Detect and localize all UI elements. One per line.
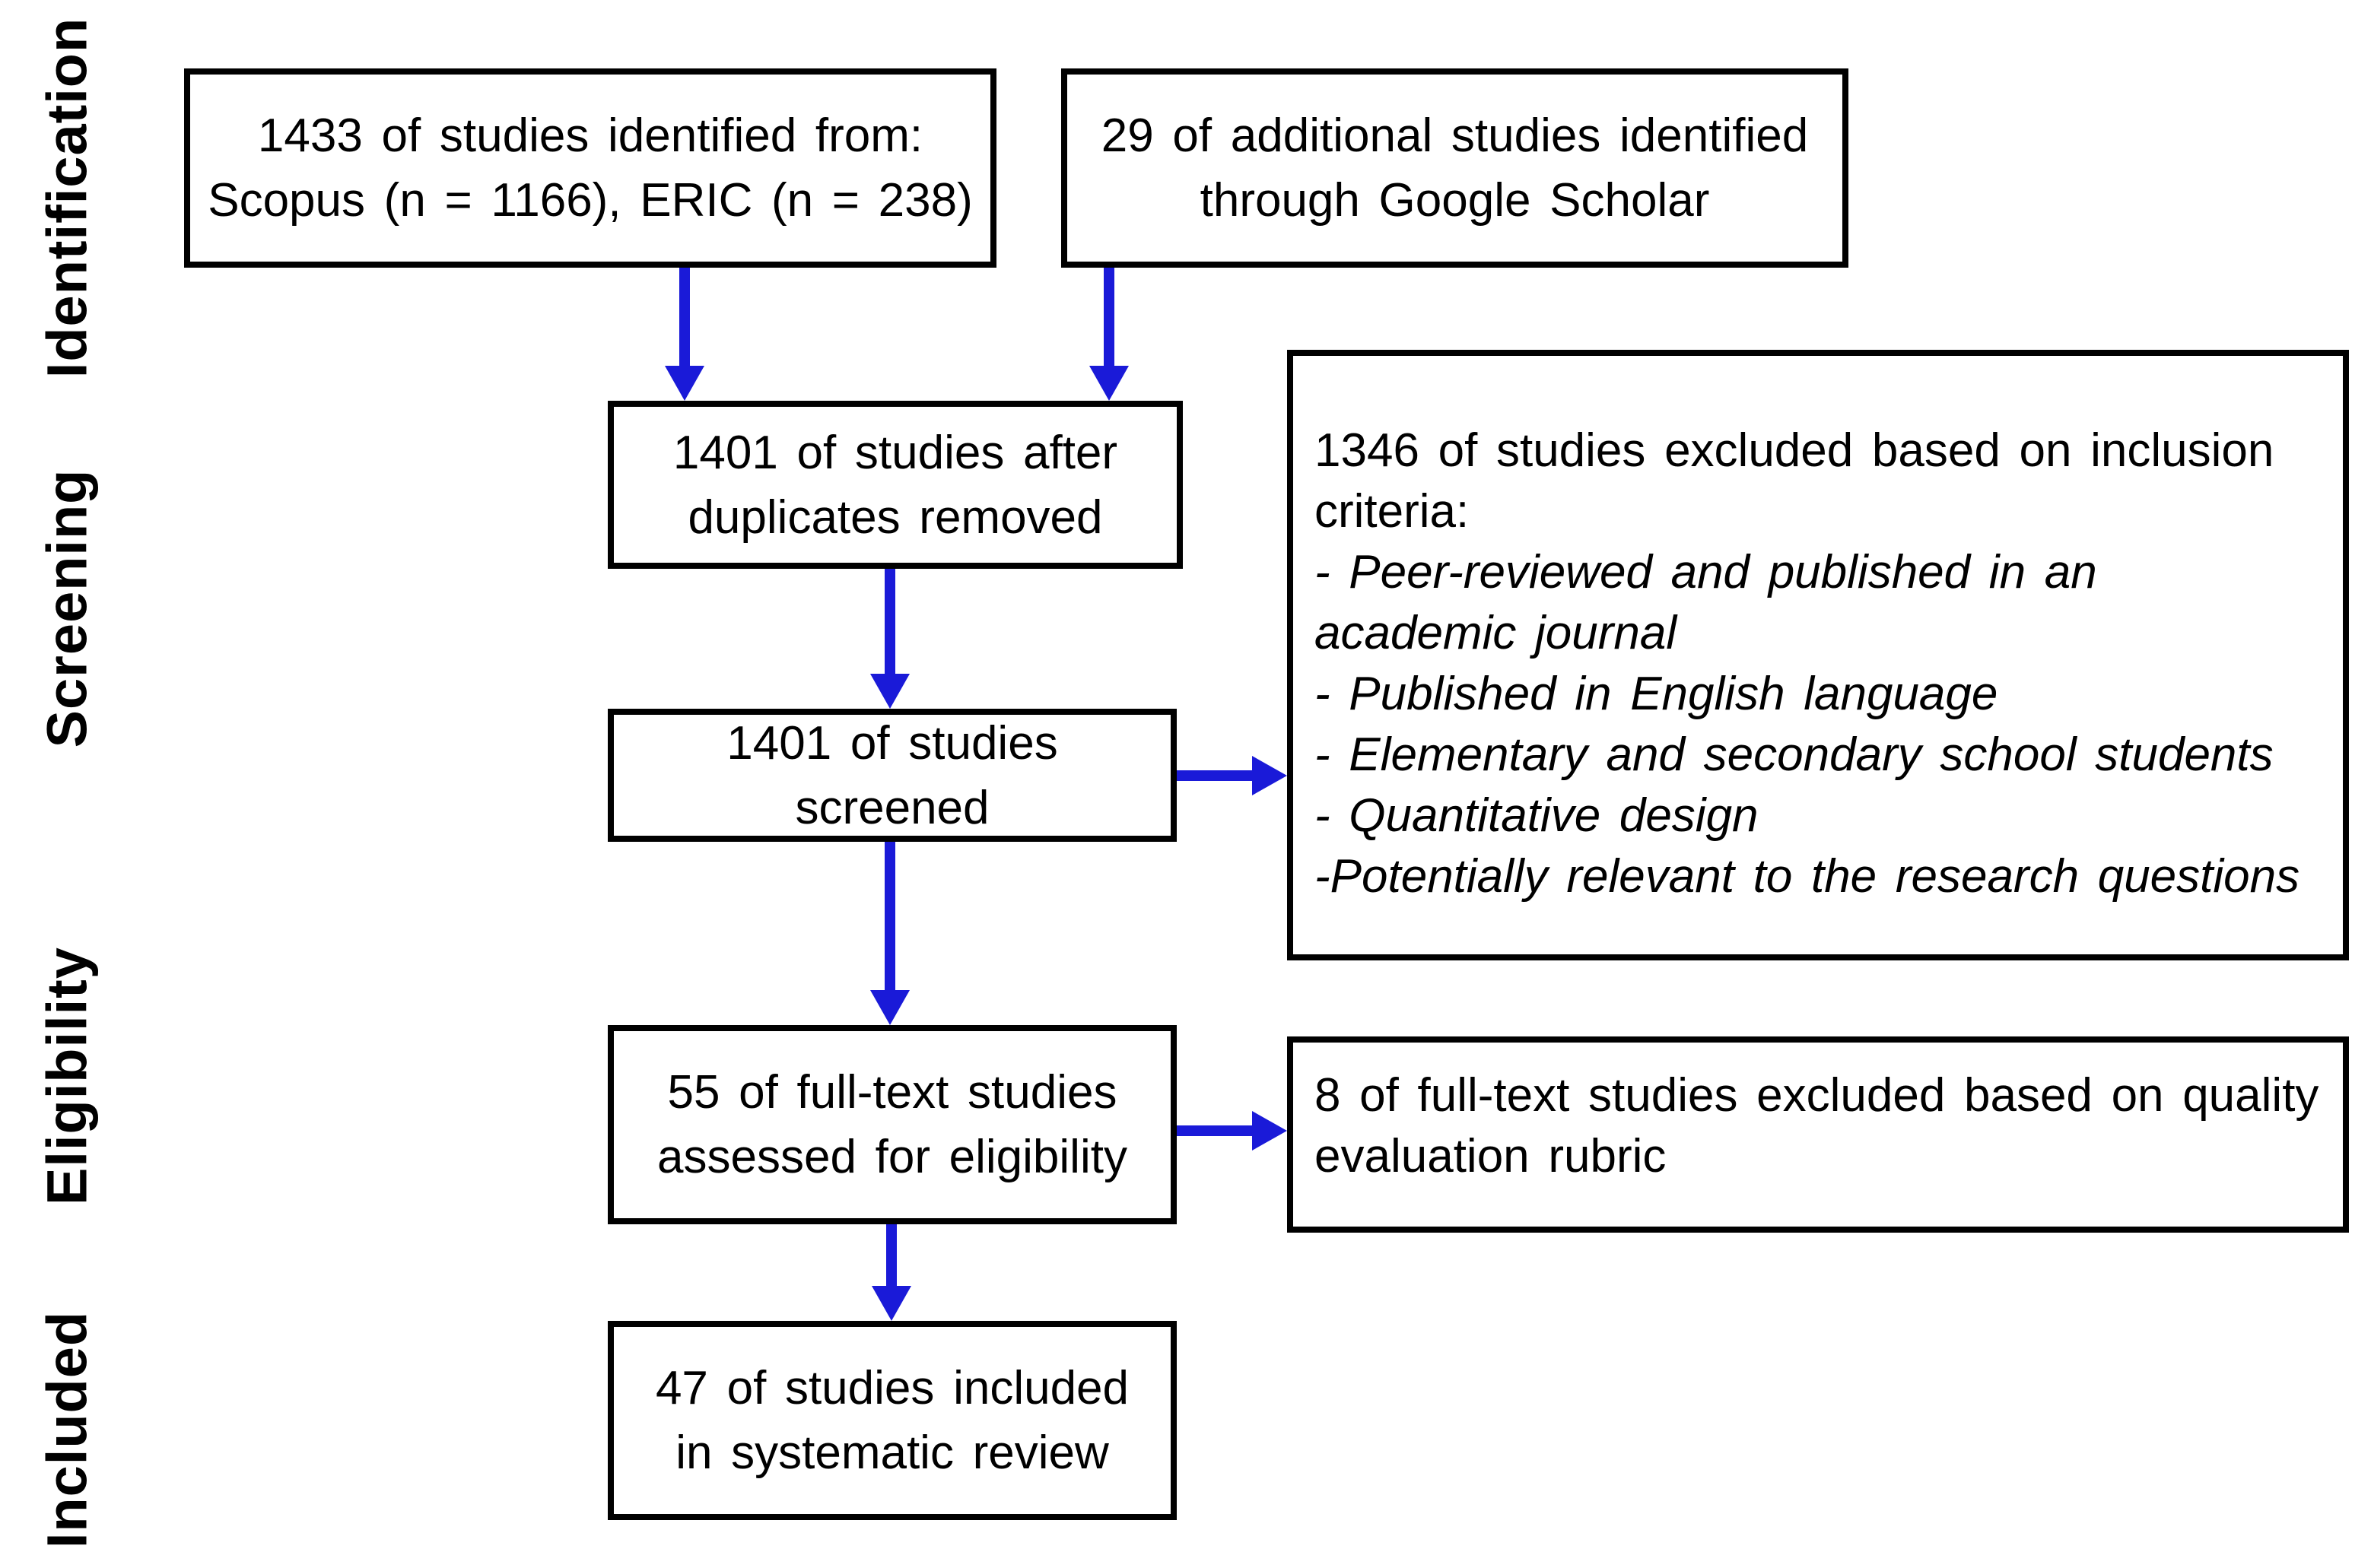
arrow-deduplicated-to-screened xyxy=(869,569,911,709)
stage-label-screening: Screening xyxy=(35,468,99,748)
arrow-screened-to-excluded xyxy=(1177,755,1287,796)
arrow-additional-to-deduplicated xyxy=(1089,268,1130,401)
arrow-fulltext-to-excluded xyxy=(1177,1110,1287,1151)
box-text-line: 1401 of studies xyxy=(726,716,1058,770)
box-text-line: criteria: xyxy=(1314,485,1470,538)
arrow-identified-to-deduplicated xyxy=(664,268,705,401)
box-included-review: 47 of studies included in systematic rev… xyxy=(608,1321,1177,1520)
box-studies-identified: 1433 of studies identified from: Scopus … xyxy=(184,68,996,268)
box-text-line: 29 of additional studies identified xyxy=(1101,110,1809,162)
box-fulltext-assessed: 55 of full-text studies assessed for eli… xyxy=(608,1025,1177,1224)
stage-label-identification: Identification xyxy=(35,17,99,379)
box-text-line: Scopus (n = 1166), ERIC (n = 238) xyxy=(208,174,973,227)
arrow-shaft xyxy=(885,842,895,993)
box-text-line: 1401 of studies after xyxy=(672,426,1118,479)
arrow-screened-to-fulltext xyxy=(869,842,911,1025)
box-text-line: - Published in English language xyxy=(1314,668,1998,720)
box-text-line: 1346 of studies excluded based on inclus… xyxy=(1314,424,2274,477)
down-arrow-head-icon xyxy=(870,990,910,1025)
arrow-shaft xyxy=(1177,1125,1255,1136)
stage-label-eligibility: Eligibility xyxy=(35,947,99,1205)
box-excluded-inclusion-criteria: 1346 of studies excluded based on inclus… xyxy=(1287,350,2349,960)
box-additional-studies: 29 of additional studies identified thro… xyxy=(1061,68,1848,268)
box-text-line: - Quantitative design xyxy=(1314,789,1759,842)
box-text-line: through Google Scholar xyxy=(1200,174,1710,227)
down-arrow-head-icon xyxy=(665,366,704,401)
box-text-line: 47 of studies included xyxy=(655,1362,1130,1414)
box-text-line: 8 of full-text studies excluded based on… xyxy=(1314,1069,2319,1122)
box-studies-screened: 1401 of studies screened xyxy=(608,709,1177,842)
box-text-line: 55 of full-text studies xyxy=(667,1066,1117,1119)
box-text-line: duplicates removed xyxy=(688,490,1103,544)
box-text-line: in systematic review xyxy=(675,1427,1109,1479)
arrow-shaft xyxy=(679,268,690,369)
down-arrow-head-icon xyxy=(870,674,910,709)
box-text-line: 1433 of studies identified from: xyxy=(257,110,923,162)
box-text-line: screened xyxy=(795,781,990,834)
box-text-line: - Peer-reviewed and published in an xyxy=(1314,546,2097,598)
down-arrow-head-icon xyxy=(872,1286,911,1321)
arrow-shaft xyxy=(885,569,895,677)
box-excluded-quality-rubric: 8 of full-text studies excluded based on… xyxy=(1287,1036,2349,1233)
box-after-duplicates: 1401 of studies after duplicates removed xyxy=(608,401,1183,569)
box-text-line: evaluation rubric xyxy=(1314,1130,1667,1182)
box-text-line: assessed for eligibility xyxy=(657,1131,1127,1183)
down-arrow-head-icon xyxy=(1089,366,1129,401)
stage-label-included: Included xyxy=(35,1310,99,1549)
right-arrow-head-icon xyxy=(1252,756,1287,795)
box-text-line: academic journal xyxy=(1314,607,1677,659)
arrow-shaft xyxy=(1177,770,1255,781)
arrow-shaft xyxy=(886,1224,897,1289)
right-arrow-head-icon xyxy=(1252,1111,1287,1151)
box-text-line: -Potentially relevant to the research qu… xyxy=(1314,850,2300,903)
box-text-line: - Elementary and secondary school studen… xyxy=(1314,728,2274,781)
arrow-shaft xyxy=(1104,268,1114,369)
arrow-fulltext-to-included xyxy=(871,1224,912,1321)
